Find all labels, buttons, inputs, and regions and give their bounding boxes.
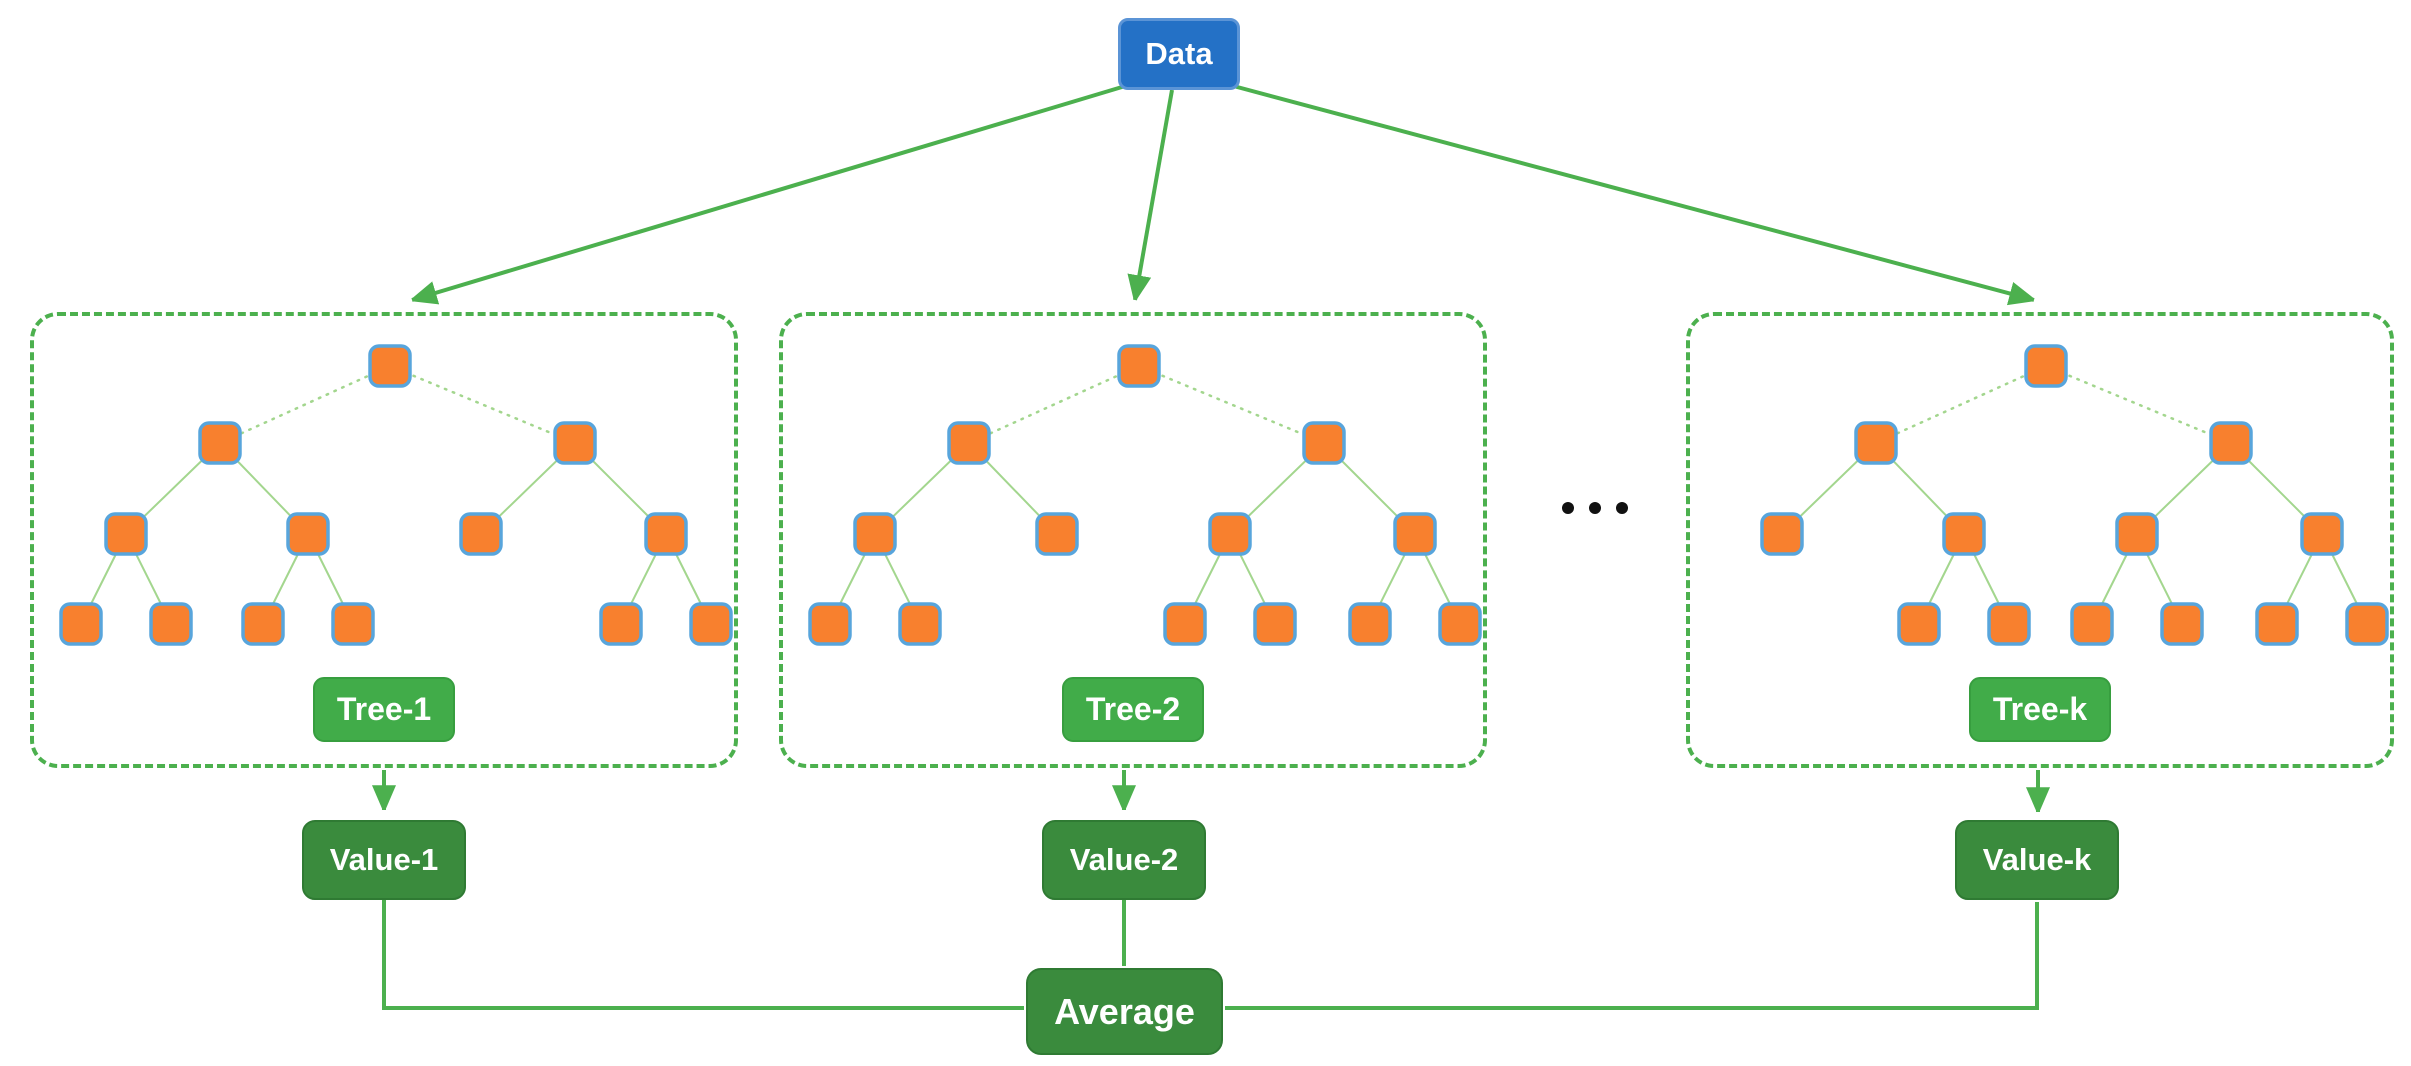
tree-node (286, 512, 330, 556)
tree-node (1987, 602, 2031, 646)
tree-node (1163, 602, 1207, 646)
tree-node (2255, 602, 2299, 646)
tree-node (1393, 512, 1437, 556)
data-node: Data (1118, 18, 1240, 90)
tree-node (2070, 602, 2114, 646)
tree-node (198, 421, 242, 465)
value-box-k: Value-k (1955, 820, 2119, 900)
tree-node (1302, 421, 1346, 465)
tree-branch (1137, 364, 1326, 445)
tree-node (1117, 344, 1161, 388)
tree-node (1760, 512, 1804, 556)
tree-node (2024, 344, 2068, 388)
tree-node (1897, 602, 1941, 646)
tree-node (104, 512, 148, 556)
value-box-1: Value-1 (302, 820, 466, 900)
tree-branch (1874, 364, 2048, 445)
tree-node (331, 602, 375, 646)
tree-node (459, 512, 503, 556)
tree-node (808, 602, 852, 646)
tree-panel-2: Tree-2 (779, 312, 1487, 768)
tree-k-svg (1760, 344, 2389, 646)
tree-panel-1: Tree-1 (30, 312, 738, 768)
arrow-data-to-tree-k (1225, 82, 2034, 300)
tree-node (1253, 602, 1297, 646)
tree-2-svg (808, 344, 1482, 646)
tree-2-label: Tree-2 (1062, 677, 1204, 742)
tree-node (2345, 602, 2389, 646)
ellipsis-dots (1562, 502, 1628, 514)
value-box-2: Value-2 (1042, 820, 1206, 900)
dot (1562, 502, 1574, 514)
tree-node (853, 512, 897, 556)
tree-node (2160, 602, 2204, 646)
tree-node (2115, 512, 2159, 556)
tree-branch (218, 364, 392, 445)
tree-node (1035, 512, 1079, 556)
connector-value-1-to-average (382, 900, 1024, 1010)
tree-1-label: Tree-1 (313, 677, 455, 742)
tree-node (644, 512, 688, 556)
tree-node (553, 421, 597, 465)
tree-node (599, 602, 643, 646)
tree-node (1854, 421, 1898, 465)
tree-branch (2044, 364, 2233, 445)
tree-node (947, 421, 991, 465)
tree-branch (967, 364, 1141, 445)
tree-node (1208, 512, 1252, 556)
tree-node (1438, 602, 1482, 646)
dot (1616, 502, 1628, 514)
tree-node (2300, 512, 2344, 556)
tree-branch (388, 364, 577, 445)
tree-k-label: Tree-k (1969, 677, 2111, 742)
arrow-data-to-tree-2 (1135, 89, 1174, 300)
tree-node (689, 602, 733, 646)
tree-panel-k: Tree-k (1686, 312, 2394, 768)
tree-node (2209, 421, 2253, 465)
tree-node (149, 602, 193, 646)
arrow-data-to-tree-1 (412, 82, 1133, 300)
tree-node (1942, 512, 1986, 556)
tree-node (241, 602, 285, 646)
tree-1-svg (59, 344, 733, 646)
average-node: Average (1026, 968, 1223, 1055)
tree-node (59, 602, 103, 646)
tree-node (1348, 602, 1392, 646)
tree-node (368, 344, 412, 388)
tree-node (898, 602, 942, 646)
connector-value-k-to-average (1225, 902, 2039, 1010)
dot (1589, 502, 1601, 514)
